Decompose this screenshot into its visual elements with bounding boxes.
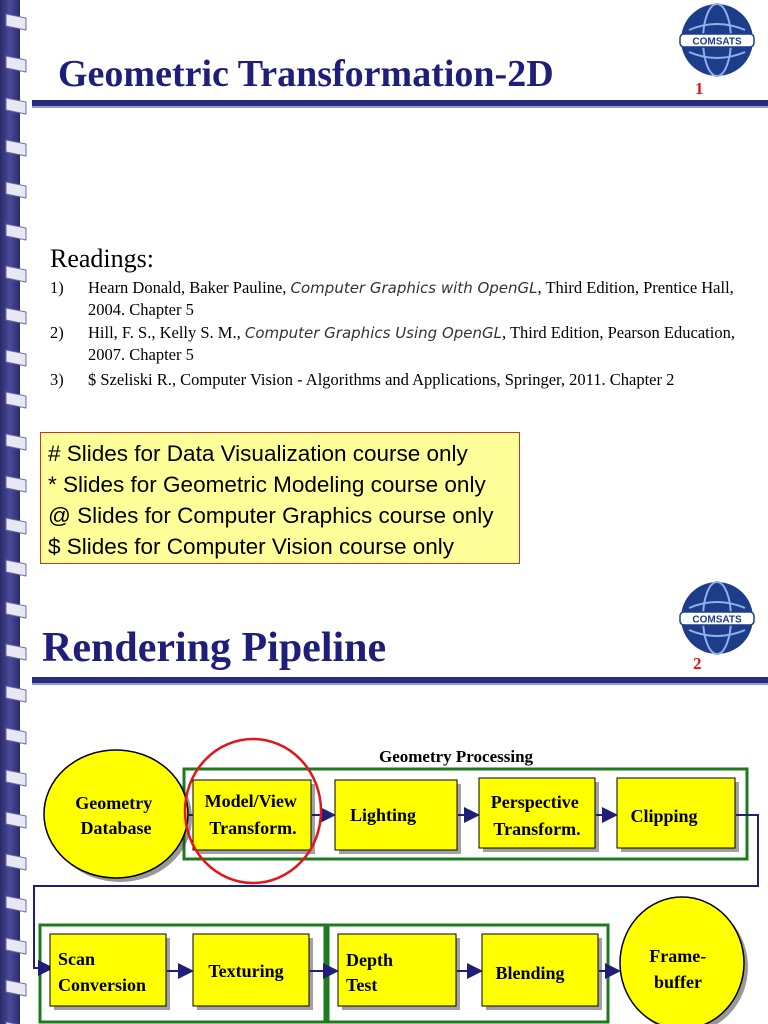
binder-ring (5, 139, 27, 157)
binder-ring (5, 307, 27, 325)
binder-ring (5, 475, 27, 493)
scan-conversion-node (49, 933, 167, 1007)
svg-text:COMSATS: COMSATS (692, 37, 742, 48)
note-line: @ Slides for Computer Graphics course on… (48, 503, 494, 528)
reference-item: 3) $ Szeliski R., Computer Vision - Algo… (50, 370, 675, 389)
book-title: Computer Graphics with OpenGL (290, 279, 538, 297)
slide-title: Geometric Transformation-2D (58, 53, 554, 95)
model-view-node (192, 779, 312, 851)
svg-text:Model/View Transform.: Model/View Transform. (205, 791, 302, 838)
reference-number: 2) (50, 323, 64, 342)
svg-text:Perspective Transform.: Perspective Transform. (491, 792, 583, 839)
svg-text:COMSATS: COMSATS (692, 615, 742, 626)
reference-number: 3) (50, 370, 64, 389)
binder-ring (5, 181, 27, 199)
page-number: 1 (695, 79, 704, 98)
binder-ring (5, 391, 27, 409)
binder-ring (5, 895, 27, 913)
svg-text:Depth Test: Depth Test (346, 950, 398, 995)
binder-ring (5, 559, 27, 577)
comsats-logo: COMSATS (679, 3, 755, 77)
binder-ring (5, 853, 27, 871)
geometry-processing-label: Geometry Processing (379, 747, 534, 766)
slide-2: Rendering Pipeline COMSATS 2 (0, 576, 768, 1024)
course-notes-box: # Slides for Data Visualization course o… (40, 432, 520, 564)
note-line: # Slides for Data Visualization course o… (48, 441, 468, 466)
note-line: * Slides for Geometric Modeling course o… (48, 472, 486, 497)
readings-heading: Readings: (50, 244, 154, 273)
binder-spine (0, 0, 27, 1024)
framebuffer-node (619, 896, 745, 1024)
svg-text:Scan Conversion: Scan Conversion (58, 949, 146, 995)
clipping-node (616, 777, 736, 849)
title-rule (32, 100, 768, 108)
slide-title: Rendering Pipeline (42, 625, 387, 671)
binder-ring (5, 811, 27, 829)
binder-ring (5, 97, 27, 115)
binder-ring (5, 55, 27, 73)
binder-ring (5, 13, 27, 31)
blending-node (481, 933, 599, 1007)
book-title: Computer Graphics Using OpenGL (244, 324, 502, 342)
svg-text:Blending: Blending (495, 963, 564, 983)
binder-ring (5, 517, 27, 535)
binder-ring (5, 601, 27, 619)
reference-item: 1) Hearn Donald, Baker Pauline, Computer… (50, 278, 734, 319)
reference-item: 2) Hill, F. S., Kelly S. M., Computer Gr… (50, 323, 735, 364)
svg-text:Frame- buffer: Frame- buffer (649, 946, 710, 992)
lighting-node (334, 779, 458, 851)
flow-connector (33, 814, 759, 976)
slide-1: Geometric Transformation-2D COMSATS 1 Re… (32, 3, 768, 564)
geometry-database-node (43, 749, 189, 879)
svg-text:Lighting: Lighting (350, 805, 416, 825)
binder-ring (5, 685, 27, 703)
binder-ring (5, 727, 27, 745)
binder-ring (5, 643, 27, 661)
binder-ring (5, 265, 27, 283)
note-line: $ Slides for Computer Vision course only (48, 534, 455, 559)
reference-number: 1) (50, 278, 64, 297)
perspective-node (478, 777, 596, 849)
binder-ring (5, 769, 27, 787)
binder-ring (5, 223, 27, 241)
binder-ring (5, 349, 27, 367)
page-number: 2 (693, 654, 702, 673)
texturing-node (192, 933, 310, 1007)
binder-ring (5, 433, 27, 451)
comsats-logo: COMSATS (679, 581, 755, 655)
binder-ring (5, 979, 27, 997)
title-rule (32, 677, 768, 685)
binder-ring (5, 937, 27, 955)
svg-text:Texturing: Texturing (208, 961, 283, 981)
highlight-circle (183, 737, 323, 885)
svg-text:Geometry Database: Geometry Database (75, 793, 156, 838)
svg-text:Clipping: Clipping (630, 806, 697, 826)
depth-test-node (337, 933, 457, 1007)
